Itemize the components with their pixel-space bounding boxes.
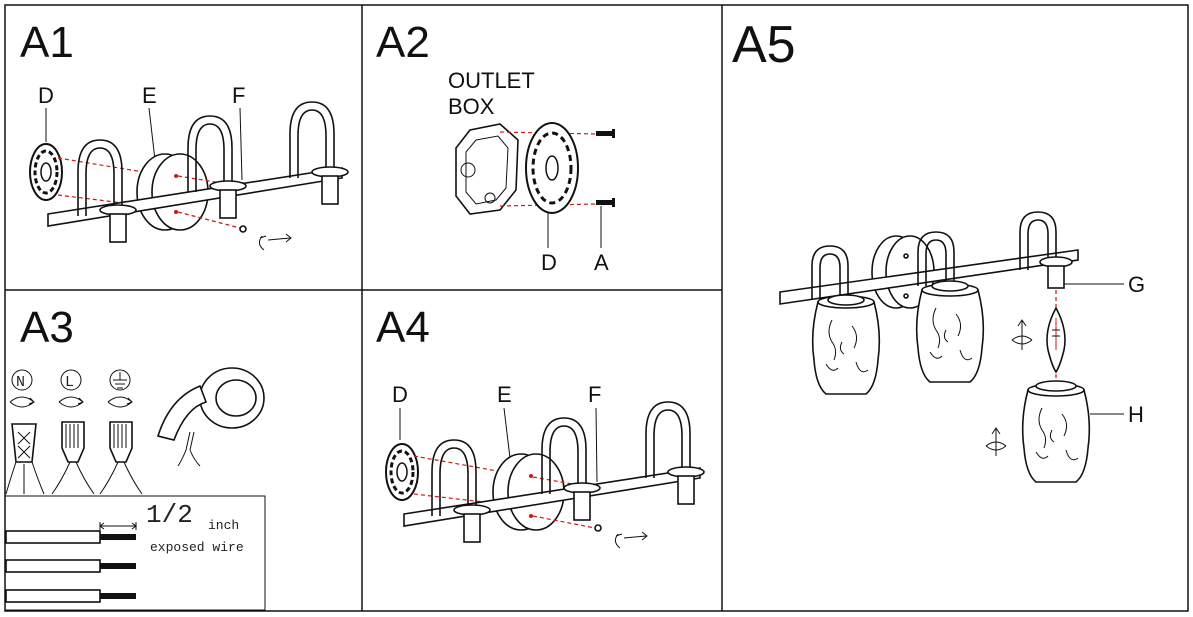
callout-f: F xyxy=(232,83,245,108)
electrical-tape-icon xyxy=(156,367,265,467)
line-symbol-icon xyxy=(60,369,82,391)
strip-length-caption: exposed wire xyxy=(150,540,244,555)
callout-d: D xyxy=(392,382,408,407)
panel-a3: A3 N L xyxy=(4,303,266,611)
panel-a3-title: A3 xyxy=(20,303,74,352)
panel-frames xyxy=(4,4,1189,612)
panel-a2-title: A2 xyxy=(376,18,430,67)
line-symbol-label: L xyxy=(65,374,74,391)
rotate-arrow-icon xyxy=(258,233,292,251)
panel-a2: A2 OUTLET BOX D A xyxy=(376,18,615,275)
glass-shade xyxy=(811,295,881,395)
screw xyxy=(594,524,602,532)
neutral-symbol-label: N xyxy=(16,374,25,391)
mounting-plate xyxy=(384,442,420,502)
glass-shade-h xyxy=(1021,383,1091,483)
screw-a xyxy=(596,129,615,207)
outlet-box-label-1: OUTLET xyxy=(448,68,535,93)
ground-symbol-icon xyxy=(109,369,131,391)
panel-a4: A4 D E F xyxy=(376,303,705,549)
panel-a1: A1 D E F xyxy=(20,18,349,251)
strip-gauge-box xyxy=(4,495,266,611)
panel-a5-title: A5 xyxy=(732,16,796,74)
outlet-box-label-2: BOX xyxy=(448,94,495,119)
wire-nut-connectors xyxy=(5,421,143,495)
panel-a5: A5 G xyxy=(732,16,1145,483)
socket xyxy=(1047,265,1065,289)
rotate-arrow-icon xyxy=(614,531,648,549)
panel-a1-title: A1 xyxy=(20,18,74,67)
callout-h: H xyxy=(1128,402,1144,427)
bulb-icon xyxy=(1046,306,1066,374)
glass-shade xyxy=(915,283,985,383)
callout-e: E xyxy=(497,382,512,407)
rotate-arrow-icon xyxy=(985,319,1033,456)
screw xyxy=(239,225,247,233)
callout-d: D xyxy=(38,83,54,108)
mounting-bar xyxy=(779,249,1079,305)
panel-a4-title: A4 xyxy=(376,303,430,352)
callout-f: F xyxy=(588,382,601,407)
neutral-symbol-icon xyxy=(11,369,33,391)
mounting-plate xyxy=(28,142,64,202)
callout-a: A xyxy=(594,250,609,275)
stripped-wires xyxy=(5,530,136,603)
callout-e: E xyxy=(142,83,157,108)
twist-arrow-icon xyxy=(9,396,133,408)
strip-length-unit: inch xyxy=(208,518,239,533)
strip-length-fraction: 1/2 xyxy=(146,500,193,530)
callout-d: D xyxy=(541,250,557,275)
callout-g: G xyxy=(1128,272,1145,297)
